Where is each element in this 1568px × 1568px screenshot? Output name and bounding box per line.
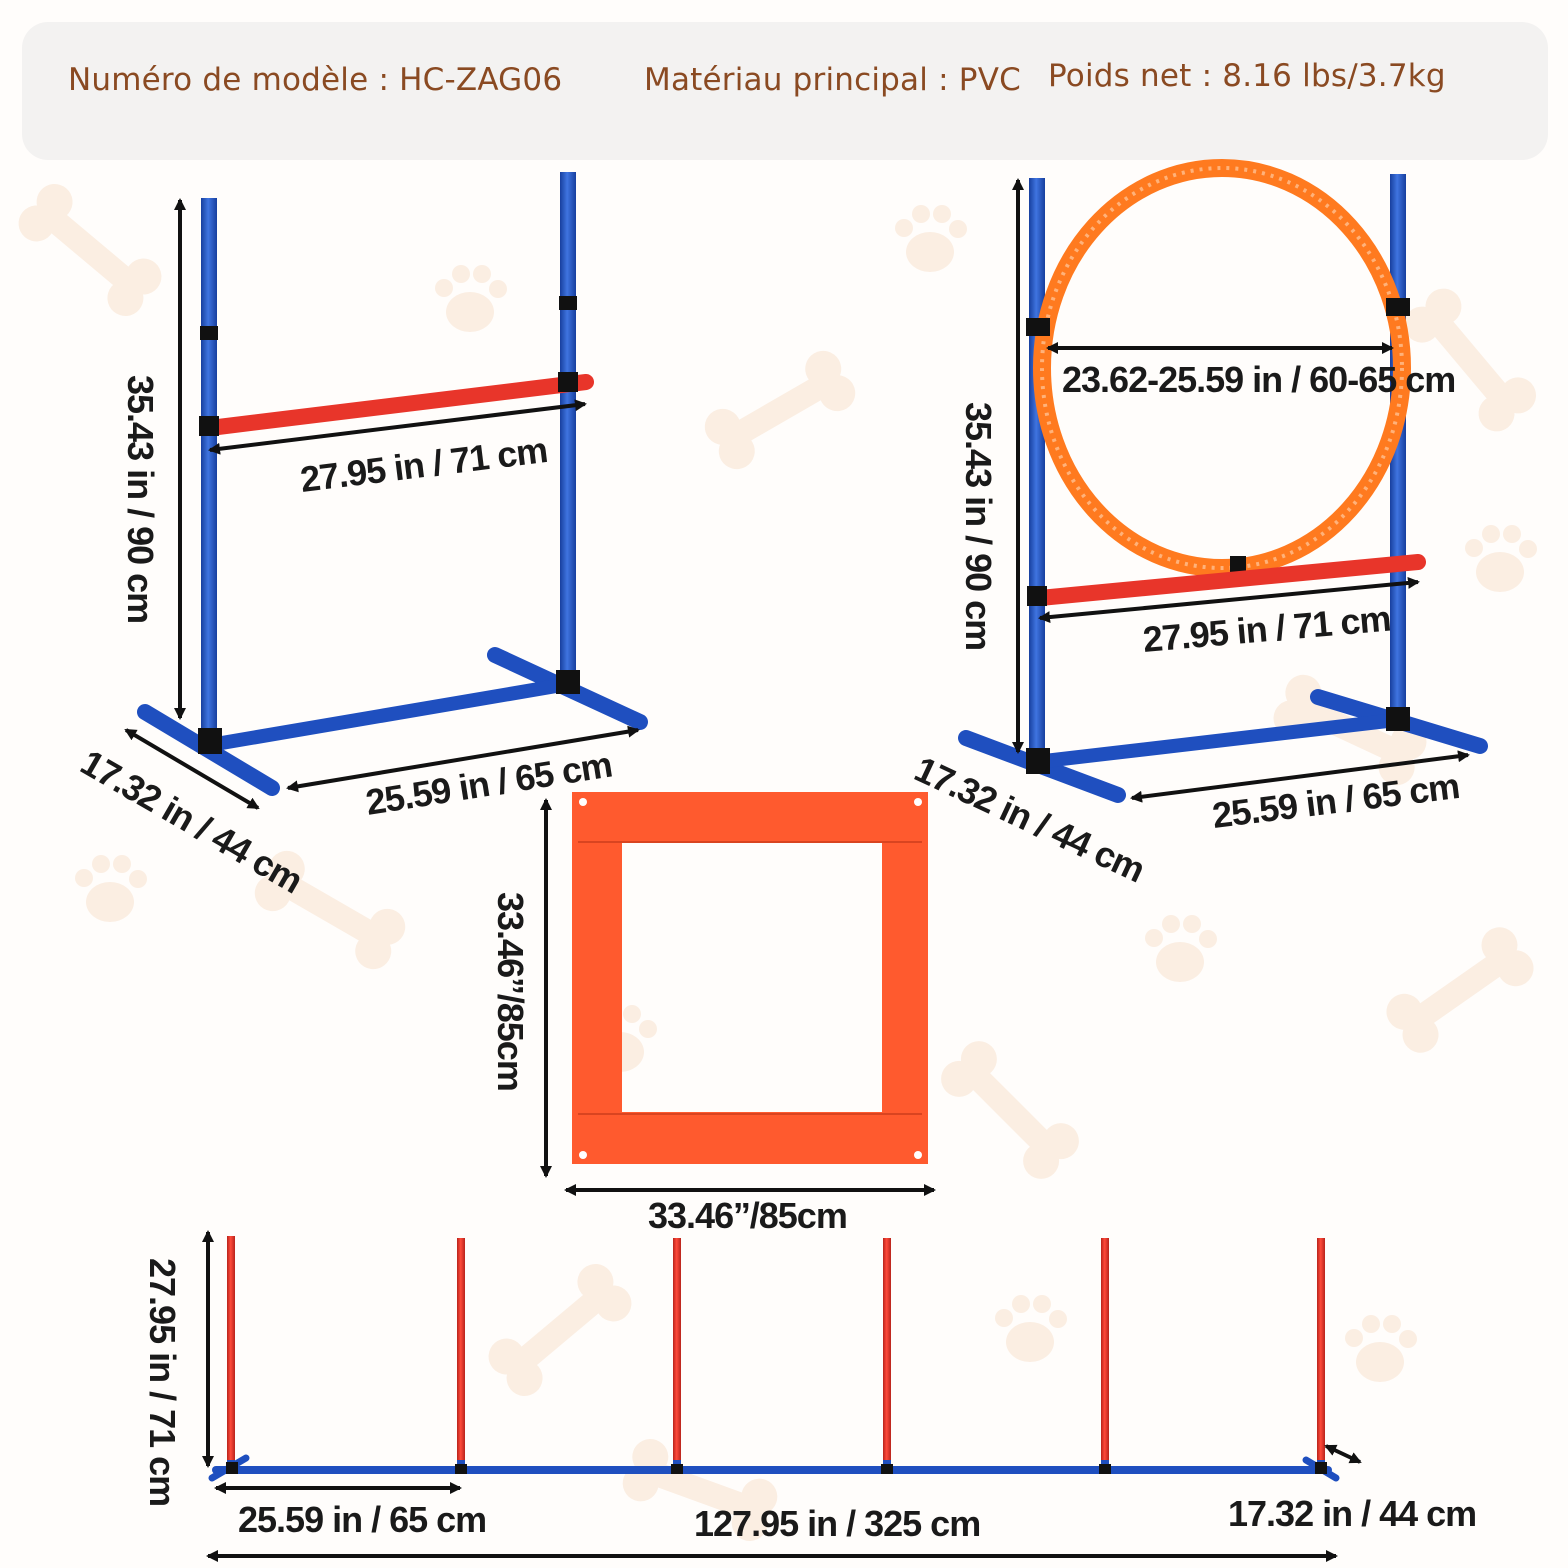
- pole-joint: [559, 296, 577, 310]
- weave-pole: [457, 1238, 465, 1460]
- net-weight: Poids net : 8.16 lbs/3.7kg: [1048, 58, 1446, 94]
- grommet: [579, 1151, 587, 1159]
- base-connector: [671, 1464, 683, 1474]
- hoop-ring-texture: [1040, 166, 1404, 570]
- base-connector: [455, 1464, 467, 1474]
- hoop-bar-width-arrow: [1038, 576, 1420, 624]
- hurdle-base-crossbar: [203, 677, 575, 752]
- weave-total-length-label: 127.95 in / 325 cm: [694, 1503, 980, 1544]
- grommet: [914, 798, 922, 806]
- base-connector: [198, 728, 222, 754]
- hoop-pole-left: [1029, 178, 1045, 764]
- grommet: [579, 798, 587, 806]
- hoop-bar-width-label: 27.95 in / 71 cm: [1141, 597, 1392, 659]
- pause-box-height-label: 33.46’’/85cm: [490, 892, 531, 1091]
- hurdle-bar: [202, 374, 594, 436]
- hoop-diameter-label: 23.62-25.59 in / 60-65 cm: [1062, 359, 1455, 400]
- hoop-jump: 23.62-25.59 in / 60-65 cm 35.43 in / 90 …: [909, 159, 1488, 890]
- grommet: [914, 1151, 922, 1159]
- hurdle-base-depth-arrow: [124, 728, 260, 810]
- pole-joint: [200, 326, 218, 340]
- hoop-base-width-label: 25.59 in / 65 cm: [1210, 765, 1461, 836]
- weave-spacing-label: 25.59 in / 65 cm: [238, 1499, 486, 1540]
- base-connector: [226, 1462, 238, 1474]
- base-connector: [1386, 707, 1410, 731]
- pause-box-panel: [572, 792, 928, 1164]
- hurdle-base-depth-label: 17.32 in / 44 cm: [74, 741, 309, 901]
- model-number: Numéro de modèle : HC-ZAG06: [68, 62, 563, 98]
- hoop-strap: [1386, 298, 1410, 316]
- hurdle-pole-right: [560, 172, 576, 684]
- hurdle-bar-width-label: 27.95 in / 71 cm: [298, 429, 549, 500]
- weave-pole: [227, 1236, 235, 1460]
- weave-poles: 27.95 in / 71 cm 25.59 in / 65 cm 127.95…: [142, 1230, 1477, 1562]
- hurdle-bar-width-arrow: [208, 399, 587, 455]
- hurdle: 35.43 in / 90 cm 27.95 in / 71 cm 25.59 …: [74, 172, 648, 901]
- weave-pole: [673, 1238, 681, 1460]
- bar-clip: [199, 416, 219, 436]
- hoop-base-width-arrow: [1130, 750, 1470, 803]
- weave-pole: [1101, 1238, 1109, 1460]
- base-connector: [556, 670, 580, 694]
- hoop-base-crossbar: [1029, 713, 1403, 769]
- pause-box-width-label: 33.46’’/85cm: [648, 1195, 847, 1236]
- base-connector: [1026, 748, 1050, 774]
- hurdle-pole-left: [201, 198, 217, 746]
- spec-bar: [22, 22, 1548, 160]
- pause-box: 33.46’’/85cm 33.46’’/85cm: [490, 792, 936, 1236]
- hoop-height-label: 35.43 in / 90 cm: [958, 402, 999, 650]
- bar-clip: [558, 372, 578, 392]
- main-material: Matériau principal : PVC: [644, 62, 1021, 98]
- weave-pole-height-label: 27.95 in / 71 cm: [142, 1258, 183, 1506]
- hoop-strap: [1026, 318, 1050, 336]
- base-connector: [1315, 1462, 1327, 1474]
- base-connector: [881, 1464, 893, 1474]
- weave-pole: [1317, 1238, 1325, 1460]
- weave-pole: [883, 1238, 891, 1460]
- weave-base-depth-label: 17.32 in / 44 cm: [1228, 1493, 1476, 1534]
- hurdle-height-label: 35.43 in / 90 cm: [120, 375, 161, 623]
- base-connector: [1099, 1464, 1111, 1474]
- weave-base-depth-arrow: [1324, 1444, 1362, 1464]
- hurdle-base-width-arrow: [286, 725, 640, 793]
- bar-clip: [1027, 586, 1047, 606]
